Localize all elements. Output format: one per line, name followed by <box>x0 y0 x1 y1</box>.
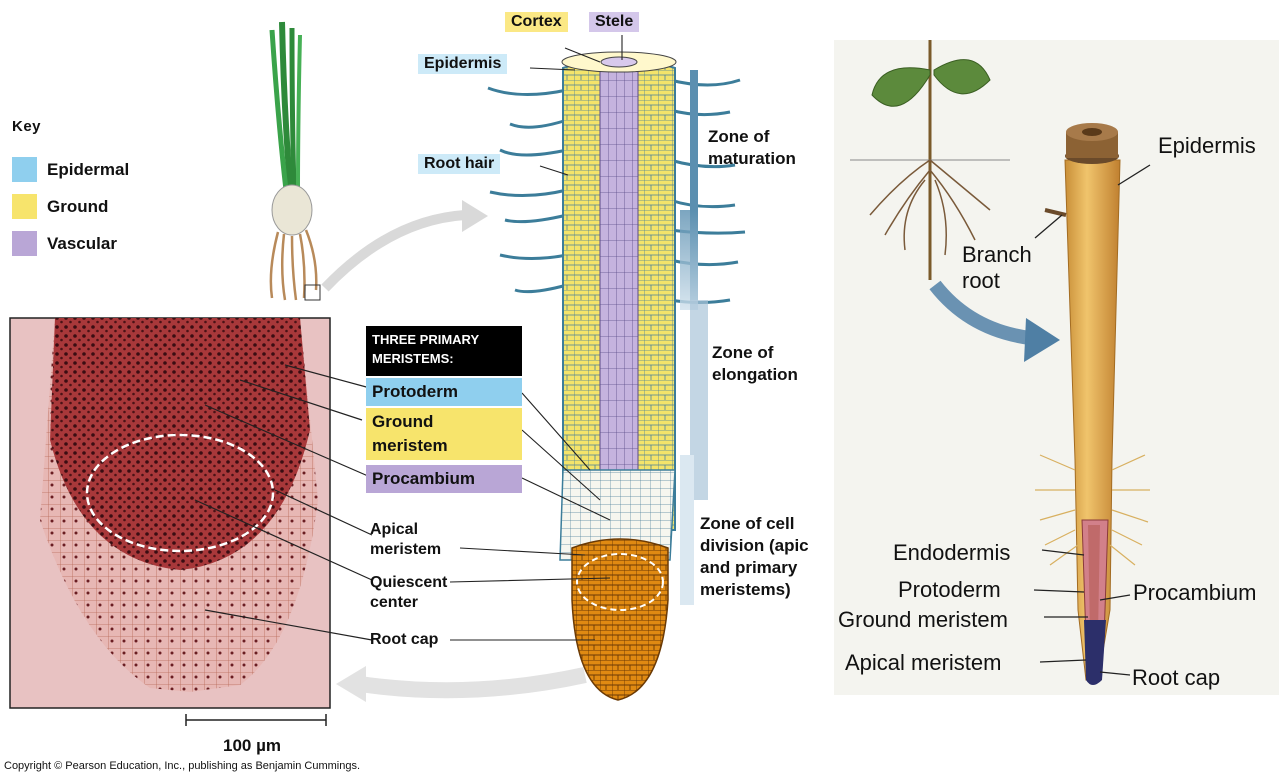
ground-meristem-label: Ground meristem <box>838 607 1008 633</box>
epidermis-label: Epidermis <box>418 54 507 74</box>
apical-meristem-label: Apical meristem <box>370 520 450 560</box>
arrow-cap-to-micrograph <box>360 675 585 690</box>
micrograph <box>10 318 372 708</box>
branch-root-label: Branch root <box>962 242 1052 294</box>
scale-bar-label: 100 µm <box>223 736 281 756</box>
apical-meristem-right-label: Apical meristem <box>845 650 1001 676</box>
zone-elongation-label: Zone of elongation <box>712 342 822 386</box>
root-cap-label: Root cap <box>370 630 438 650</box>
procambium-label: Procambium <box>1133 580 1256 606</box>
endodermis-label: Endodermis <box>893 540 1010 566</box>
right-epidermis-label: Epidermis <box>1158 133 1256 159</box>
procambium-box: Procambium <box>366 465 522 493</box>
onion-plant <box>271 22 320 300</box>
stele-label: Stele <box>589 12 639 32</box>
cortex-label: Cortex <box>505 12 568 32</box>
root-cap-right-label: Root cap <box>1132 665 1220 691</box>
arrow-onion-to-root <box>325 215 465 288</box>
meristems-heading: Three primary meristems: <box>366 326 522 376</box>
protoderm-label: Protoderm <box>898 577 1001 603</box>
ground-meristem-box: Ground meristem <box>366 408 522 460</box>
zone-division-label: Zone of cell division (apic and primary … <box>700 513 840 601</box>
root-hair-label: Root hair <box>418 154 500 174</box>
quiescent-center-label: Quiescent center <box>370 573 450 613</box>
scale-bar <box>186 714 326 726</box>
zone-maturation-label: Zone of maturation <box>708 126 818 170</box>
copyright: Copyright © Pearson Education, Inc., pub… <box>4 760 360 772</box>
protoderm-box: Protoderm <box>366 378 522 406</box>
